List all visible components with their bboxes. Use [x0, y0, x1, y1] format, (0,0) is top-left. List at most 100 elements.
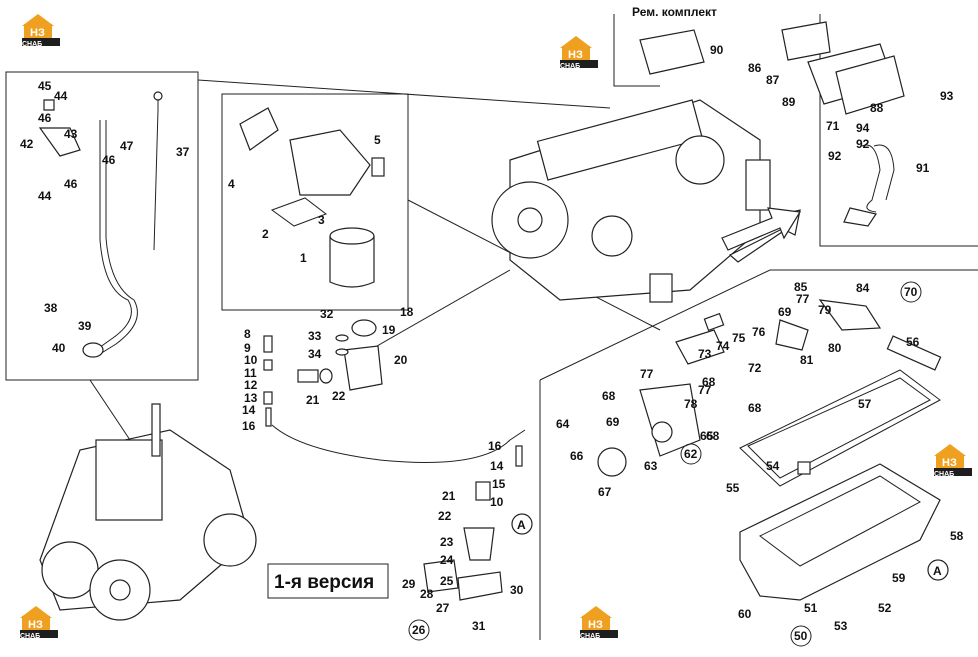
part-number-label: 90 — [710, 43, 724, 57]
part-number-label: 22 — [332, 389, 346, 403]
engine-illustration — [491, 99, 801, 303]
logo-text: НЗ — [588, 619, 603, 631]
dipstick-assembly — [38, 91, 163, 358]
part-number-label: 19 — [382, 323, 396, 337]
part-number-label: 86 — [748, 61, 762, 75]
part-number-label: 52 — [878, 601, 892, 615]
part-number-label: 68 — [748, 401, 762, 415]
part-number-label: 50 — [794, 629, 808, 643]
part-number-label: 76 — [752, 325, 766, 339]
part-number-label: 30 — [510, 583, 524, 597]
part-number-label: 10 — [490, 495, 504, 509]
part-number-label: 79 — [818, 303, 832, 317]
part-number-label: 47 — [120, 139, 134, 153]
part-number-label: 70 — [904, 285, 918, 299]
part-number-label: 39 — [78, 319, 92, 333]
part-number-label: 10 — [244, 353, 258, 367]
part-number-label: 87 — [766, 73, 780, 87]
part-number-label: 78 — [684, 397, 698, 411]
callout-a-text: A — [933, 564, 942, 578]
part-number-label: 69 — [778, 305, 792, 319]
part-number-label: 20 — [394, 353, 408, 367]
part-number-label: 46 — [102, 153, 116, 167]
part-number-label: 11 — [244, 366, 257, 380]
forklift-illustration — [39, 379, 257, 621]
assembly-circle — [900, 281, 922, 303]
part-number-label: 68 — [702, 375, 716, 389]
part-number-label: 9 — [244, 341, 251, 355]
logo-sub: СНАБ — [22, 41, 42, 48]
part-number-label: 44 — [54, 89, 68, 103]
version-label: 1-я версия — [274, 572, 374, 593]
part-number-label: 68 — [602, 389, 616, 403]
part-number-label: 14 — [242, 403, 256, 417]
part-number-label: 88 — [870, 101, 884, 115]
part-number-label: 84 — [856, 281, 870, 295]
part-number-label: 43 — [64, 127, 78, 141]
part-number-label: 91 — [916, 161, 930, 175]
part-number-label: 42 — [20, 137, 34, 151]
part-number-label: 53 — [834, 619, 848, 633]
part-number-label: 21 — [442, 489, 456, 503]
part-number-label: 40 — [52, 341, 66, 355]
logo-sub: СНАБ — [580, 633, 600, 640]
assembly-circle — [680, 443, 702, 465]
part-number-label: 64 — [556, 417, 570, 431]
callout-a-text: A — [517, 518, 526, 532]
part-number-label: 72 — [748, 361, 762, 375]
part-number-label: 37 — [176, 145, 190, 159]
part-number-label: 92 — [856, 137, 870, 151]
part-number-label: 23 — [440, 535, 454, 549]
part-number-label: 69 — [606, 415, 620, 429]
callout-a-left — [511, 513, 533, 535]
part-number-label: 94 — [856, 121, 870, 135]
part-number-label: 56 — [906, 335, 920, 349]
part-number-label: 34 — [308, 347, 322, 361]
part-number-label: 54 — [766, 459, 780, 473]
part-number-label: 77 — [640, 367, 654, 381]
part-number-label: 58 — [950, 529, 964, 543]
part-number-label: 59 — [892, 571, 906, 585]
repair-kit-title: Рем. комплект — [632, 5, 717, 19]
logo-mark: НЗ СНАБ НЗ СНАБ НЗ СНАБ НЗ СНАБ НЗ СНАБ — [20, 14, 972, 640]
logo-sub: СНАБ — [560, 63, 580, 70]
part-number-label: 45 — [38, 79, 52, 93]
oil-filter — [239, 107, 385, 288]
part-number-label: 3 — [318, 213, 325, 227]
part-number-label: 16 — [242, 419, 256, 433]
part-number-label: 4 — [228, 177, 235, 191]
logo-text: НЗ — [942, 457, 957, 469]
part-number-label: 31 — [472, 619, 486, 633]
oil-pan — [739, 335, 942, 601]
assembly-circle — [408, 619, 430, 641]
part-number-label: 28 — [420, 587, 434, 601]
version-box — [267, 563, 389, 599]
assembly-circle — [790, 625, 812, 647]
part-number-label: 1 — [300, 251, 307, 265]
part-number-label: 16 — [488, 439, 502, 453]
part-number-label: 55 — [726, 481, 740, 495]
part-number-label: 29 — [402, 577, 416, 591]
part-number-label: 62 — [684, 447, 698, 461]
part-number-label: 67 — [598, 485, 612, 499]
part-number-label: 75 — [732, 331, 746, 345]
part-number-label: 65 — [700, 429, 714, 443]
part-number-label: 46 — [38, 111, 52, 125]
part-number-label: 21 — [306, 393, 320, 407]
oil-lines — [263, 319, 523, 601]
part-number-label: 25 — [440, 574, 454, 588]
oil-pump — [597, 299, 882, 477]
part-number-label: 57 — [858, 397, 872, 411]
logo-text: НЗ — [28, 619, 43, 631]
part-number-label: 14 — [490, 459, 504, 473]
part-number-label: 44 — [38, 189, 52, 203]
section-frames — [5, 14, 978, 640]
logo-text: НЗ — [568, 49, 583, 61]
part-number-label: 63 — [644, 459, 658, 473]
part-number-label: 12 — [244, 378, 258, 392]
logo-sub: СНАБ — [20, 633, 40, 640]
part-number-label: 8 — [244, 327, 251, 341]
